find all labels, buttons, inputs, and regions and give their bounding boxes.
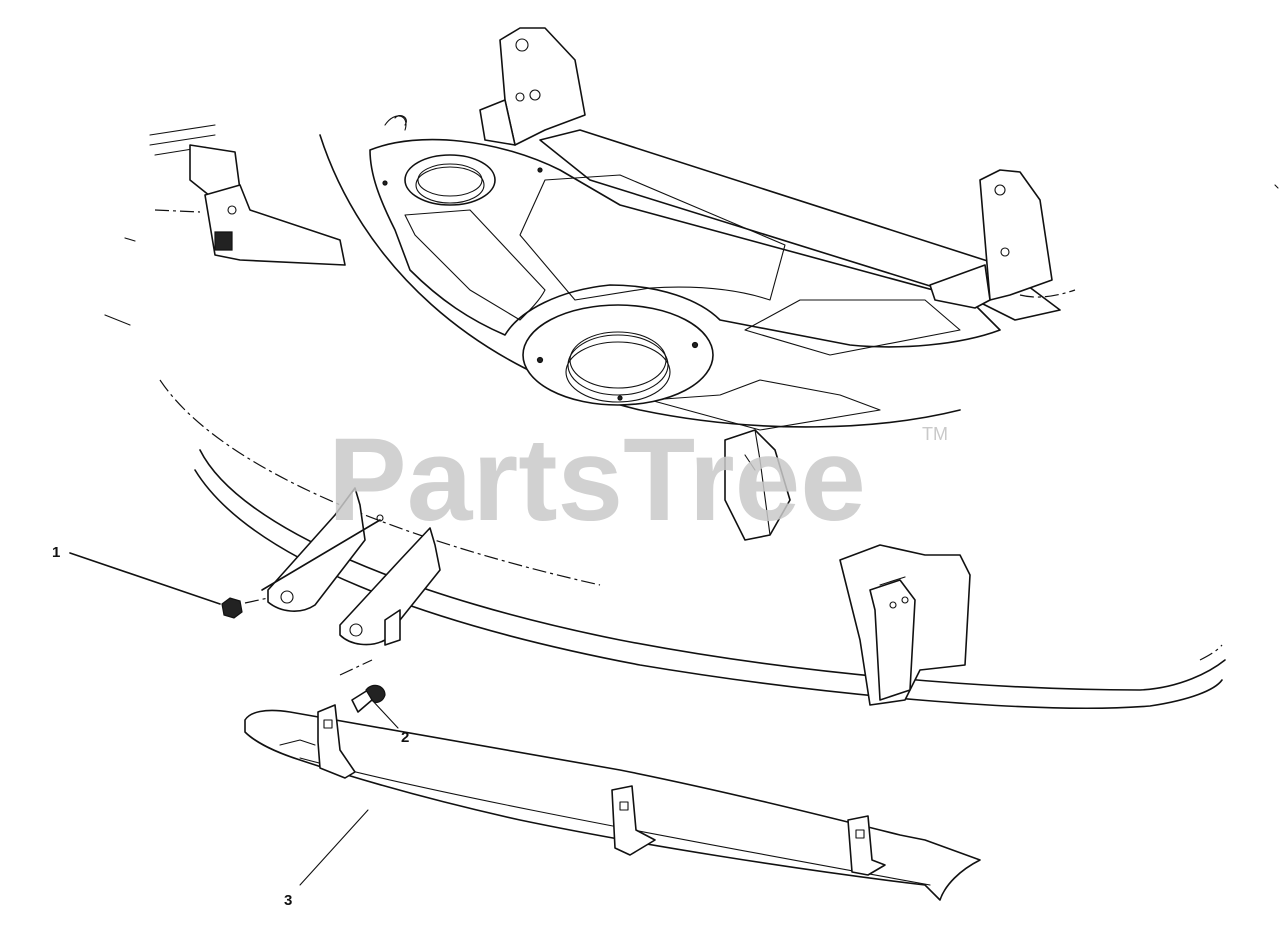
front-center-bracket: [724, 429, 791, 541]
deck-clip: [384, 115, 407, 131]
front-left-pivot-brackets: [261, 487, 441, 646]
spindle-mount-upper: [382, 154, 543, 206]
callout-1-label: 1: [52, 544, 60, 561]
callout-3-leader: [299, 809, 369, 886]
callout-1-leader: [69, 552, 221, 605]
callout-2-label: 2: [401, 729, 409, 746]
rear-right-mount-plate: [929, 169, 1076, 309]
part-3-front-baffle: [244, 704, 981, 901]
trademark-symbol: TM: [922, 424, 948, 444]
upper-left-hanger-bracket: [104, 124, 346, 326]
callout-2-leader: [371, 699, 399, 729]
callout-3-label: 3: [284, 892, 292, 909]
spindle-mount-lower: [522, 304, 714, 406]
deck-edge-dash: [1199, 644, 1223, 661]
front-right-bracket: [839, 544, 971, 706]
stray-mark: [1274, 184, 1279, 189]
rear-left-mount-plate: [479, 27, 586, 146]
part-2-carriage-bolt: [339, 659, 386, 713]
deck-frame: [369, 129, 1061, 431]
callout-leaders: [69, 552, 399, 886]
part-1-locknut: [221, 597, 269, 619]
partstree-watermark: PartsTree: [328, 414, 866, 546]
